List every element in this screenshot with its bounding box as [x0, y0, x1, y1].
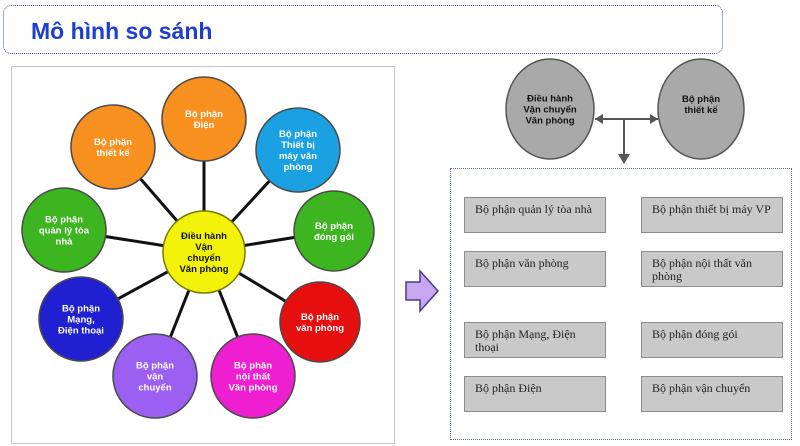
department-box: Bộ phận Mạng, Điện thoại	[464, 322, 606, 358]
department-node	[255, 107, 341, 193]
arrow-right-icon	[650, 114, 658, 124]
department-box: Bộ phận nội thất văn phòng	[641, 251, 783, 287]
page-title: Mô hình so sánh	[31, 18, 213, 44]
department-box: Bộ phận văn phòng	[464, 251, 606, 287]
arrow-down-icon	[618, 154, 630, 164]
department-node	[112, 333, 198, 419]
department-box: Bộ phận Điện	[464, 376, 606, 412]
department-box: Bộ phận vận chuyển	[641, 376, 783, 412]
department-node	[293, 190, 375, 272]
department-node	[161, 76, 247, 162]
department-box: Bộ phận thiết bị máy VP	[641, 197, 783, 233]
department-node	[210, 333, 296, 419]
department-node	[279, 281, 361, 363]
departments-panel	[450, 168, 792, 440]
department-node	[38, 276, 124, 362]
department-node	[21, 187, 107, 273]
department-box: Bộ phận đóng gói	[641, 322, 783, 358]
design-node	[657, 58, 745, 160]
arrow-left-icon	[595, 114, 603, 124]
department-node	[70, 104, 156, 190]
center-node	[162, 210, 246, 294]
department-box: Bộ phận quản lý tòa nhà	[464, 197, 606, 233]
title-banner: Mô hình so sánh	[3, 5, 723, 54]
operations-node	[505, 58, 595, 160]
right-arrow-icon	[405, 269, 440, 313]
